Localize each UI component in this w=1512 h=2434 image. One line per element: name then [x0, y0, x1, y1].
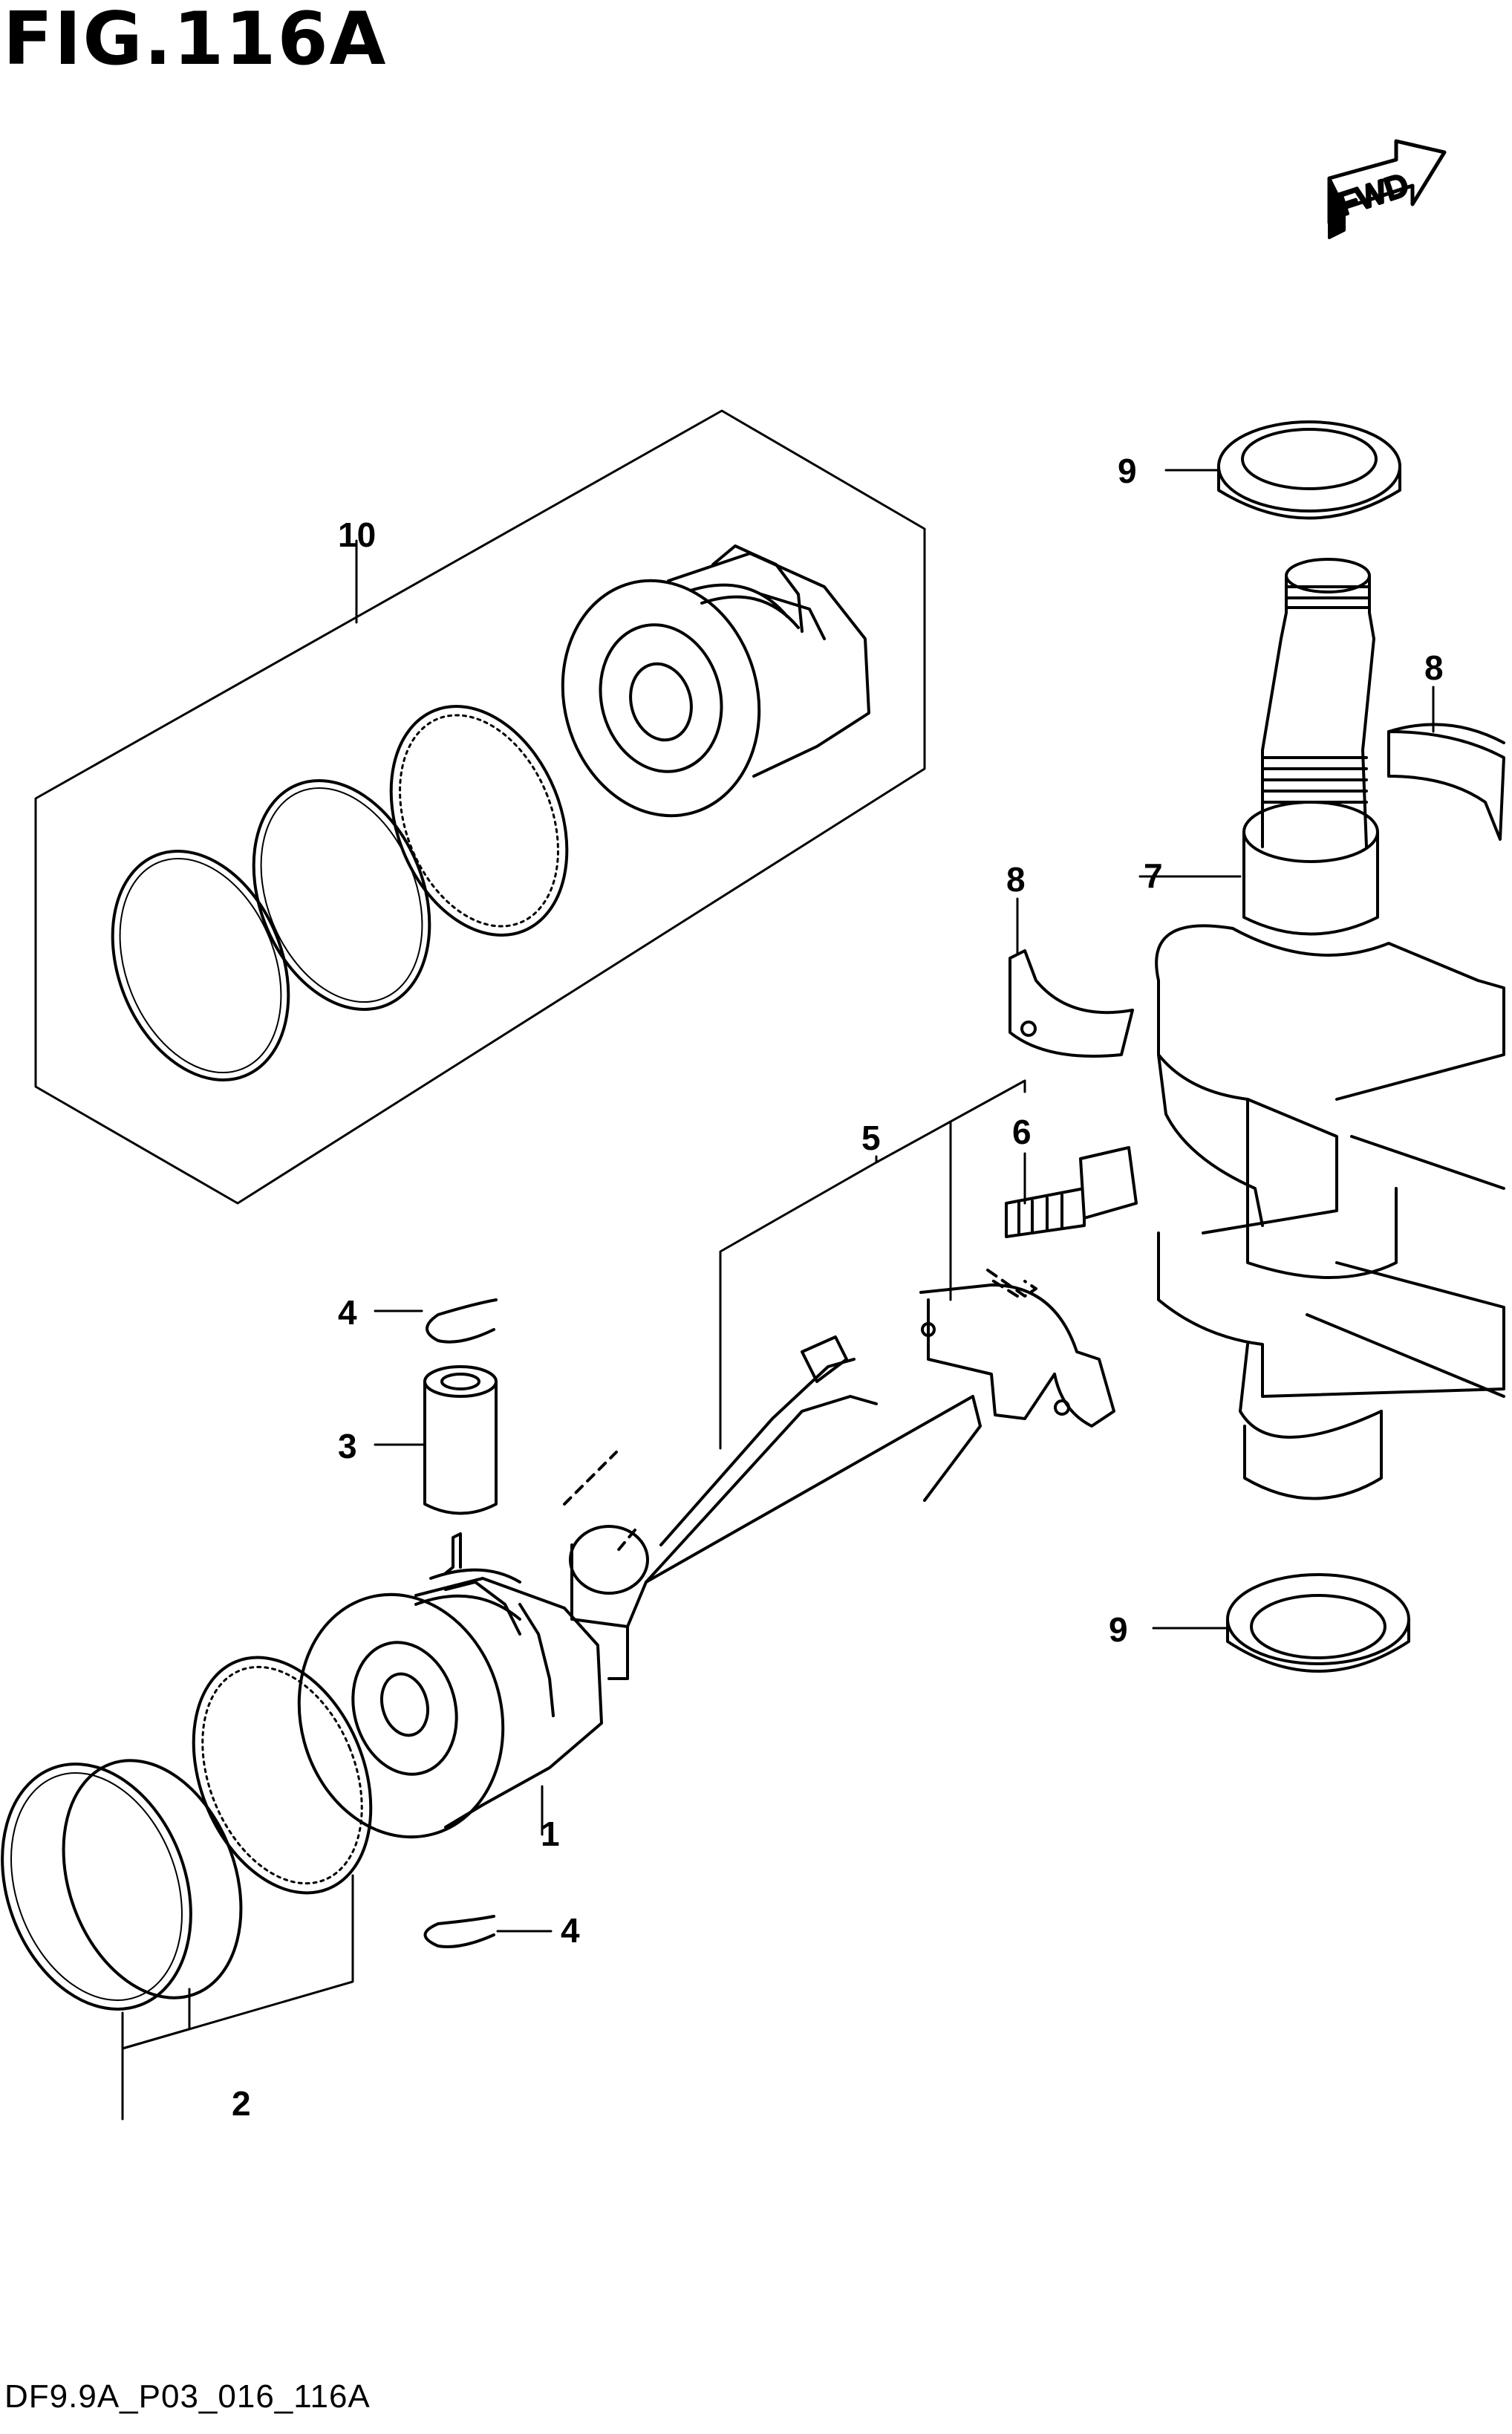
- callouts: 1 2 3 4 4 5 6 7 8 8 9 9 10: [232, 452, 1444, 2123]
- callout-9-upper: 9: [1118, 452, 1137, 490]
- bearing-upper: [1387, 723, 1505, 841]
- callout-10: 10: [338, 515, 376, 554]
- callout-7: 7: [1144, 856, 1163, 895]
- callout-5: 5: [861, 1119, 881, 1157]
- crankshaft: [1155, 558, 1505, 1500]
- callout-3: 3: [338, 1427, 357, 1465]
- connecting-rod: [563, 1283, 1115, 1680]
- piston-pin: [423, 1365, 498, 1515]
- piston-rings: [1, 1656, 373, 2011]
- kit-piston: [561, 544, 870, 818]
- conrod-bolt: [986, 1146, 1138, 1298]
- kit-piston-rings: [111, 705, 569, 1081]
- callout-2: 2: [232, 2084, 251, 2123]
- piston-pin-clip-lower: [423, 1915, 495, 1948]
- oil-seal-top: [1217, 420, 1401, 520]
- fwd-arrow-icon: FWD: [1327, 139, 1447, 239]
- piston: [297, 1532, 603, 1839]
- callout-8-upper: 8: [1424, 648, 1444, 687]
- piston-kit-box: [34, 409, 926, 1205]
- figure-title: FIG.116A: [3, 0, 388, 82]
- callout-1: 1: [541, 1815, 560, 1853]
- callout-4-lower: 4: [561, 1911, 580, 1950]
- bearing-lower: [1008, 949, 1134, 1058]
- figure-code: DF9.9A_P03_016_116A: [4, 2378, 371, 2415]
- callout-4-upper: 4: [338, 1293, 357, 1332]
- callout-8-lower: 8: [1006, 860, 1026, 899]
- callout-9-lower: 9: [1109, 1610, 1128, 1649]
- leader-lines: [121, 469, 1435, 2121]
- callout-6: 6: [1012, 1113, 1032, 1151]
- oil-seal-bottom: [1226, 1573, 1410, 1673]
- piston-pin-clip-upper: [426, 1298, 498, 1344]
